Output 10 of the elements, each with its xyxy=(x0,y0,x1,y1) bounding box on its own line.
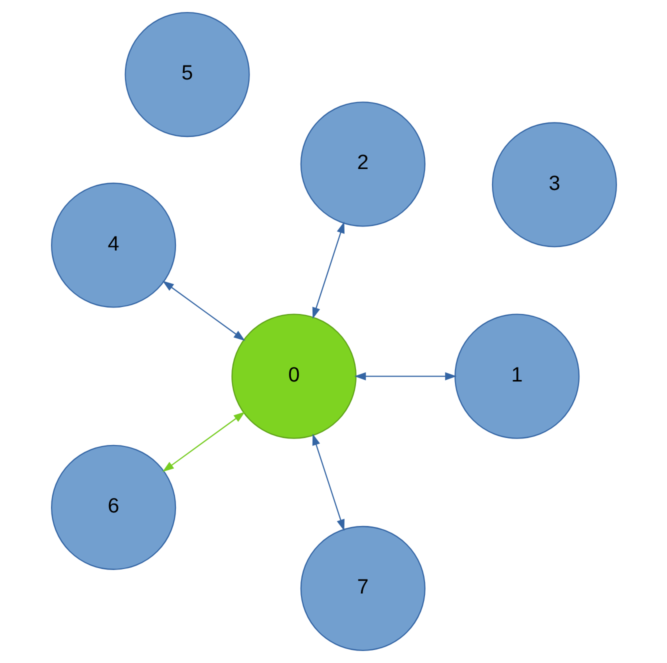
node-circle: 2 xyxy=(300,102,425,227)
arrow xyxy=(162,412,245,472)
arrow xyxy=(312,434,344,531)
node-circle: 5 xyxy=(124,12,250,138)
arrow xyxy=(312,222,344,319)
node-circle: 7 xyxy=(300,526,425,651)
node-circle: 3 xyxy=(491,122,616,248)
node-circle: 1 xyxy=(454,314,580,439)
arrow xyxy=(162,280,245,341)
arrow xyxy=(354,372,456,380)
